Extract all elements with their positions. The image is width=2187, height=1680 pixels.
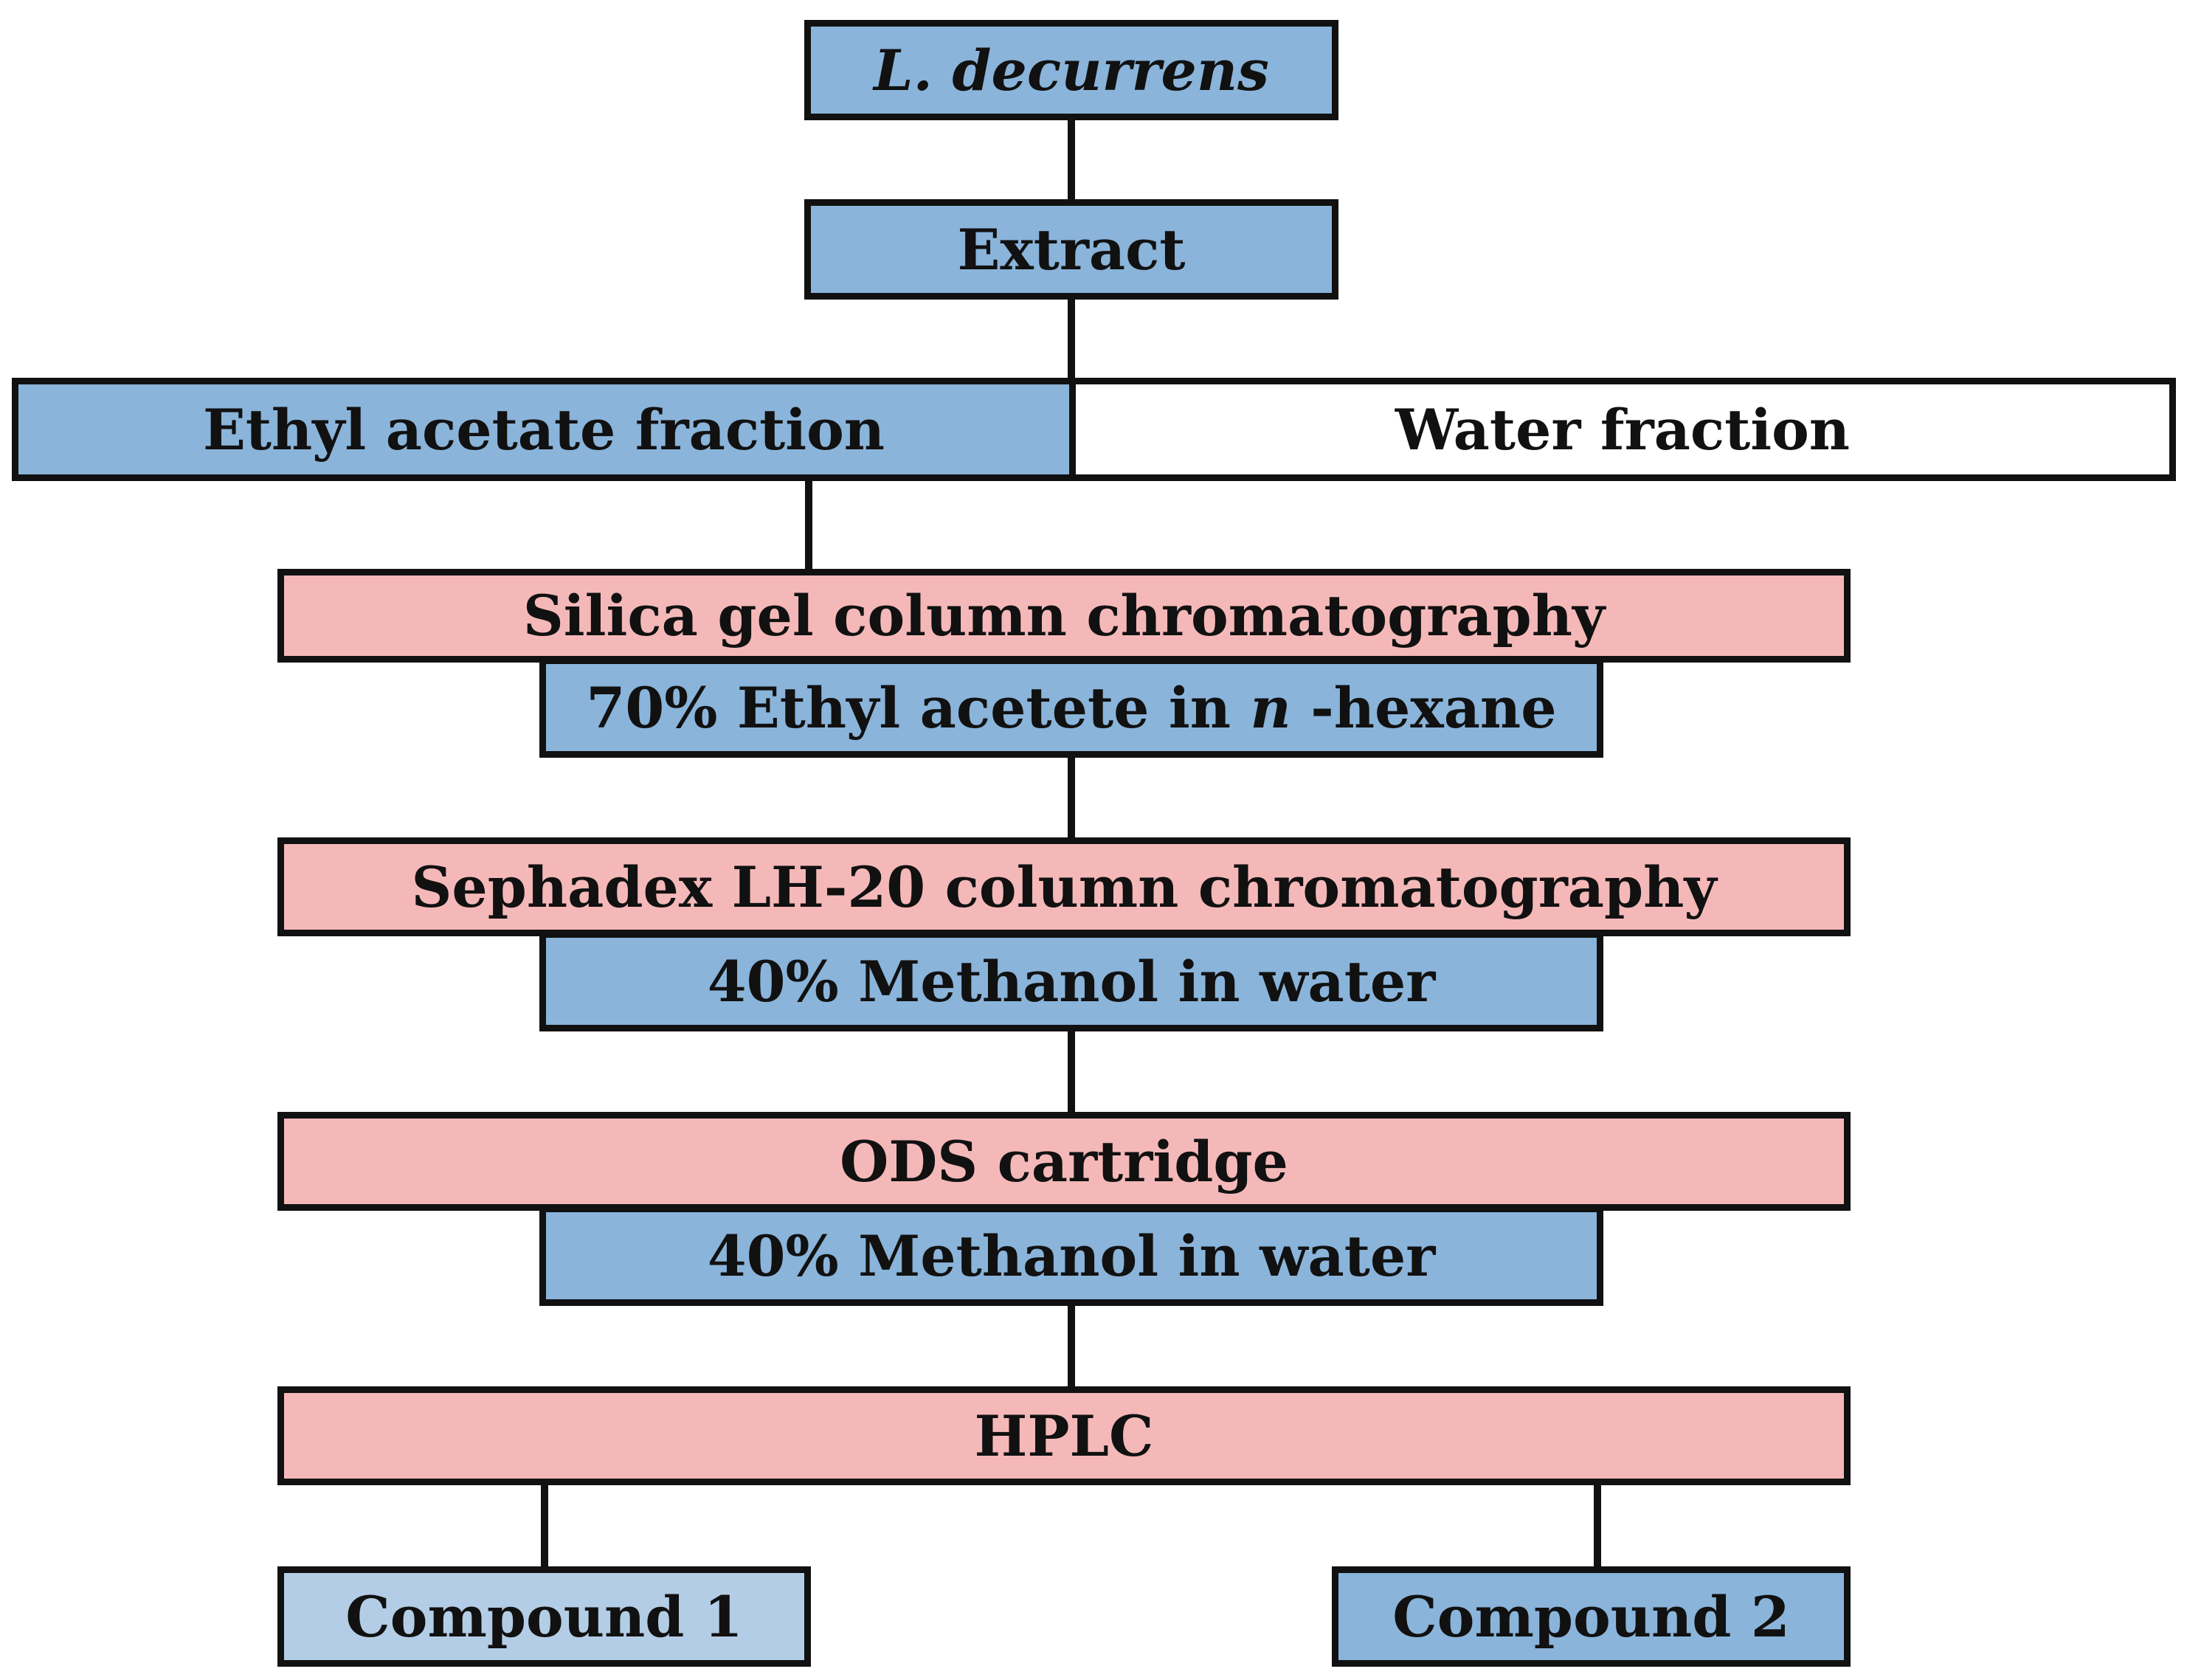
compound2-node: Compound 2 [1332, 1566, 1851, 1667]
sephadex-node: Sephadex LH-20 column chromatography [277, 837, 1851, 936]
connector-hplc-compound2 [1594, 1480, 1601, 1572]
water-fraction-label: Water fraction [1395, 396, 1851, 463]
connector-plant-extract [1068, 118, 1075, 203]
connector-ethyl-silica [805, 476, 812, 573]
hplc-label: HPLC [974, 1403, 1154, 1469]
connector-silica-sephadex [1068, 755, 1075, 842]
connector-ods-hplc [1068, 1303, 1075, 1390]
connector-hplc-compound1 [541, 1480, 548, 1572]
ethyl-acetate-fraction-node: Ethyl acetate fraction [12, 378, 1076, 481]
connector-sephadex-ods [1068, 1029, 1075, 1116]
compound2-label: Compound 2 [1392, 1583, 1790, 1650]
ods-eluent-label: 40% Methanol in water [707, 1223, 1436, 1289]
sephadex-eluent-label: 40% Methanol in water [707, 948, 1436, 1014]
hplc-node: HPLC [277, 1386, 1851, 1485]
ethyl-acetate-fraction-label: Ethyl acetate fraction [202, 396, 885, 463]
compound1-label: Compound 1 [345, 1583, 743, 1650]
ods-eluent-node: 40% Methanol in water [539, 1206, 1603, 1306]
sephadex-eluent-node: 40% Methanol in water [539, 931, 1603, 1031]
ods-label: ODS cartridge [840, 1128, 1288, 1195]
extract-label: Extract [957, 216, 1186, 283]
plant-label: L. decurrens [874, 37, 1269, 103]
silica-eluent-label: 70% Ethyl acetete in n -hexane [586, 674, 1557, 741]
plant-node: L. decurrens [804, 20, 1338, 120]
silica-eluent-node: 70% Ethyl acetete in n -hexane [539, 657, 1603, 758]
compound1-node: Compound 1 [277, 1566, 811, 1667]
ods-node: ODS cartridge [277, 1112, 1851, 1211]
extract-node: Extract [804, 199, 1338, 300]
silica-gel-label: Silica gel column chromatography [522, 583, 1606, 649]
sephadex-label: Sephadex LH-20 column chromatography [411, 854, 1717, 920]
silica-gel-node: Silica gel column chromatography [277, 569, 1851, 663]
water-fraction-node: Water fraction [1069, 378, 2176, 481]
